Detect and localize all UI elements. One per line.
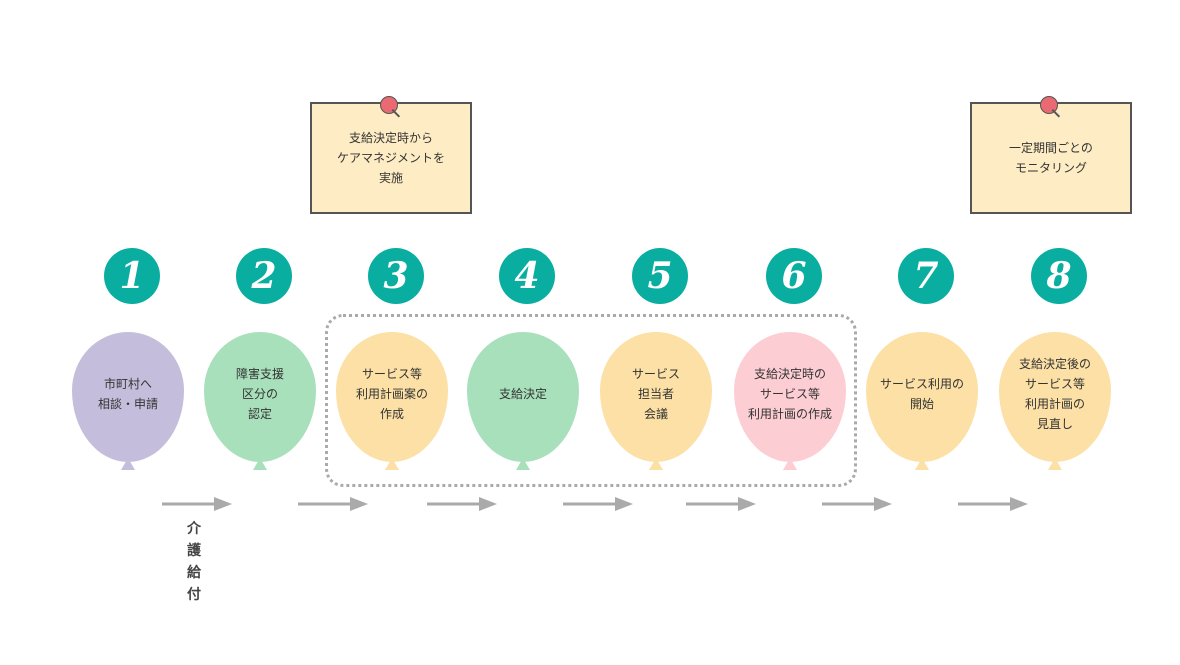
balloon-tail	[121, 458, 135, 470]
balloon-body	[734, 332, 846, 462]
step-number-badge: 1	[104, 248, 160, 304]
balloon-tail	[783, 458, 797, 470]
balloon-tail	[516, 458, 530, 470]
step-balloon: 障害支援 区分の 認定	[204, 332, 316, 470]
balloon-body	[204, 332, 316, 462]
balloon-body	[999, 332, 1111, 462]
balloon-tail	[1048, 458, 1062, 470]
side-label-char: 給	[187, 565, 201, 581]
step-label: 支給決定後の サービス等 利用計画の 見直し	[1018, 357, 1091, 431]
balloon-tail	[649, 458, 663, 470]
balloon-body	[467, 332, 579, 462]
step-label: 市町村へ 相談・申請	[97, 377, 158, 411]
step-balloon: 支給決定時の サービス等 利用計画の作成	[734, 332, 846, 470]
arrow-right-icon	[427, 497, 497, 511]
step-label: サービス 担当者 会議	[631, 367, 680, 421]
step-balloon: サービス 担当者 会議	[600, 332, 712, 470]
arrow-right-icon	[563, 497, 633, 511]
balloon-body	[72, 332, 184, 462]
balloon-body	[866, 332, 978, 462]
vertical-label-care-benefits: 介 護 給 付	[184, 518, 204, 606]
arrow-right-icon	[162, 497, 232, 511]
step-number-badge: 4	[499, 248, 555, 304]
note-text: 一定期間ごとの モニタリング	[1009, 141, 1093, 175]
sticky-note-monitoring: 一定期間ごとの モニタリング	[970, 96, 1132, 214]
step-label: 障害支援 区分の 認定	[235, 367, 284, 421]
pushpin-icon	[380, 96, 398, 114]
step-label: サービス利用の 開始	[879, 377, 964, 411]
step-label: 支給決定時の サービス等 利用計画の作成	[747, 367, 832, 421]
balloon-tail	[253, 458, 267, 470]
step-label: サービス等 利用計画案の 作成	[355, 367, 428, 421]
side-label-char: 介	[187, 521, 201, 537]
arrow-right-icon	[686, 497, 756, 511]
step-label: 支給決定	[498, 387, 547, 401]
step-balloon: サービス等 利用計画案の 作成	[336, 332, 448, 470]
step-number-badge: 8	[1031, 248, 1087, 304]
step-number-badge: 6	[766, 248, 822, 304]
sticky-note-care-management: 支給決定時から ケアマネジメントを 実施	[310, 96, 472, 214]
pushpin-icon	[1040, 96, 1058, 114]
step-balloon: 支給決定	[467, 332, 579, 470]
arrow-right-icon	[298, 497, 368, 511]
step-number-badge: 7	[898, 248, 954, 304]
balloon-tail	[915, 458, 929, 470]
dotted-group-box	[325, 314, 857, 487]
step-balloon: サービス利用の 開始	[866, 332, 978, 470]
balloon-body	[600, 332, 712, 462]
balloon-body	[336, 332, 448, 462]
step-number-badge: 3	[368, 248, 424, 304]
balloon-tail	[385, 458, 399, 470]
step-number-badge: 5	[632, 248, 688, 304]
step-balloon: 市町村へ 相談・申請	[72, 332, 184, 470]
arrow-right-icon	[958, 497, 1028, 511]
note-text: 支給決定時から ケアマネジメントを 実施	[336, 131, 445, 185]
arrow-right-icon	[822, 497, 892, 511]
step-balloon: 支給決定後の サービス等 利用計画の 見直し	[999, 332, 1111, 470]
step-number-badge: 2	[236, 248, 292, 304]
side-label-char: 付	[187, 587, 201, 603]
side-label-char: 護	[187, 543, 201, 559]
